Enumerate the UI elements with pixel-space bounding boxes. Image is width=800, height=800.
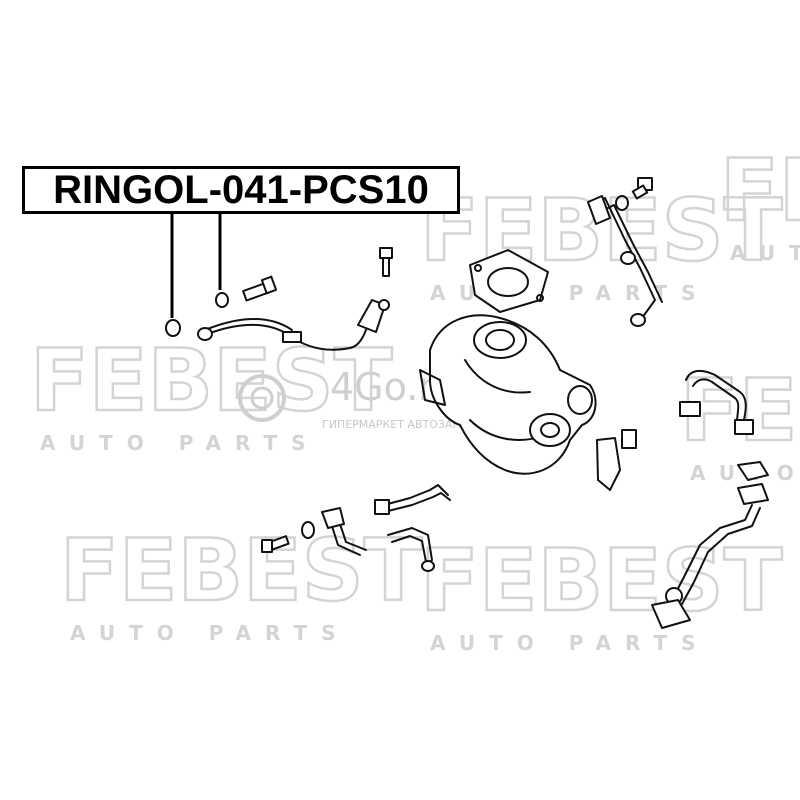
febest-watermark: FEBEST AUTO PARTS (59, 520, 424, 645)
turbocharger (419, 314, 597, 475)
watermark-brand: FEBEST (60, 521, 423, 621)
watermark-brand: FEBEST (420, 531, 783, 631)
bolt (261, 535, 290, 553)
washer (615, 195, 629, 211)
bolt (242, 275, 278, 302)
febest-watermark: FEBEST AUTO PARTS (29, 330, 394, 455)
bolt (379, 247, 393, 277)
watermark-tagline: AUTO PARTS (40, 431, 320, 455)
hose (679, 369, 754, 435)
oil-return-pipe (651, 461, 769, 629)
watermark-tagline: AUTO PARTS (70, 621, 350, 645)
part-number-text: RINGOL-041-PCS10 (53, 168, 429, 212)
gear-icon (238, 374, 286, 422)
watermark-tagline: AUTO PARTS (730, 241, 800, 265)
water-pipe (387, 527, 435, 572)
watermark-brand: FEBEST (720, 141, 800, 241)
watermark-brand: FEBEST (30, 331, 393, 431)
washer (301, 521, 315, 539)
febest-watermark: FEBEST AUTO PARTS (719, 140, 800, 265)
o-ring (165, 319, 181, 337)
water-pipe (587, 195, 663, 327)
bolt (631, 177, 653, 200)
part-number-label: RINGOL-041-PCS10 (22, 166, 460, 214)
gasket (469, 249, 549, 313)
water-pipe (321, 507, 367, 556)
water-pipe (374, 484, 451, 515)
watermark-tagline: AUTO PARTS (430, 631, 710, 655)
o-ring (215, 292, 229, 308)
febest-watermark: FEBEST AUTO PARTS (419, 530, 784, 655)
actuator-bracket (596, 437, 621, 491)
oil-feed-pipe (204, 317, 371, 351)
